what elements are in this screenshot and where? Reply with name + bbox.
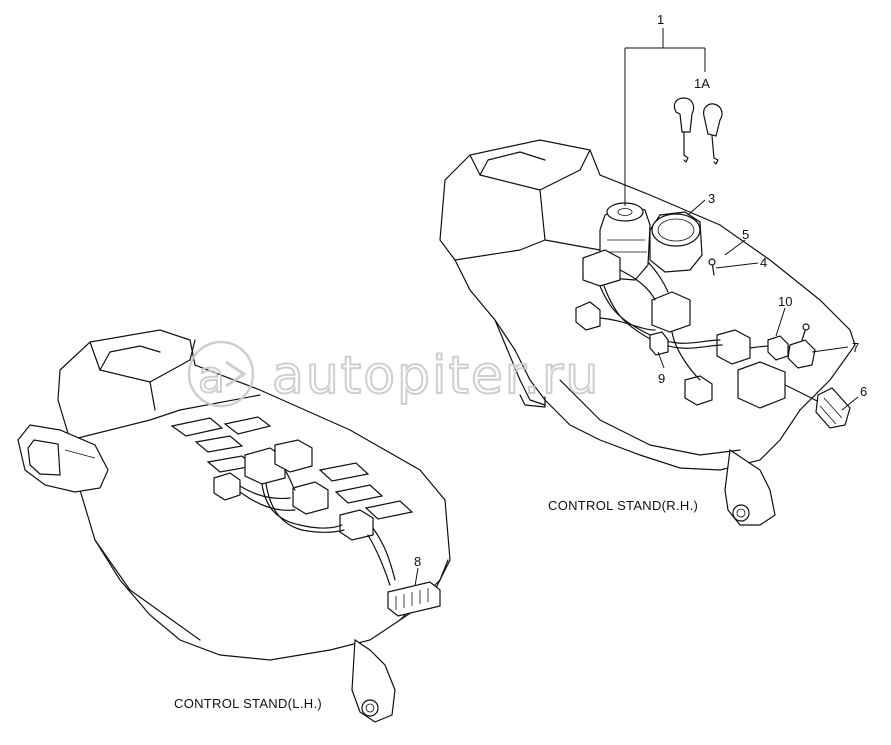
control-stand-rh	[439, 139, 856, 526]
hour-meter	[649, 211, 703, 273]
lh-wiring-harness	[213, 439, 441, 617]
callout-labels: 1 1A 3 5 4 10 7 6 9 8	[414, 12, 867, 569]
caption-control-stand-lh: CONTROL STAND(L.H.)	[174, 696, 322, 711]
callout-leaders	[414, 28, 859, 587]
callout-6: 6	[860, 384, 867, 399]
callout-7: 7	[852, 340, 859, 355]
rh-wiring-harness	[575, 249, 851, 429]
key-set	[673, 97, 723, 165]
callout-1a: 1A	[694, 76, 710, 91]
callout-8: 8	[414, 554, 421, 569]
control-stand-lh	[17, 329, 451, 723]
callout-3: 3	[708, 191, 715, 206]
svg-text:a: a	[198, 352, 227, 403]
a-arrow-logo-icon: a	[187, 340, 255, 408]
callout-1: 1	[657, 12, 664, 27]
callout-9: 9	[658, 371, 665, 386]
callout-10: 10	[778, 294, 792, 309]
caption-control-stand-rh: CONTROL STAND(R.H.)	[548, 498, 698, 513]
watermark-text: autopiter.ru	[272, 346, 600, 406]
callout-4: 4	[760, 255, 767, 270]
watermark: a autopiter.ru	[187, 340, 600, 408]
callout-5: 5	[742, 227, 749, 242]
